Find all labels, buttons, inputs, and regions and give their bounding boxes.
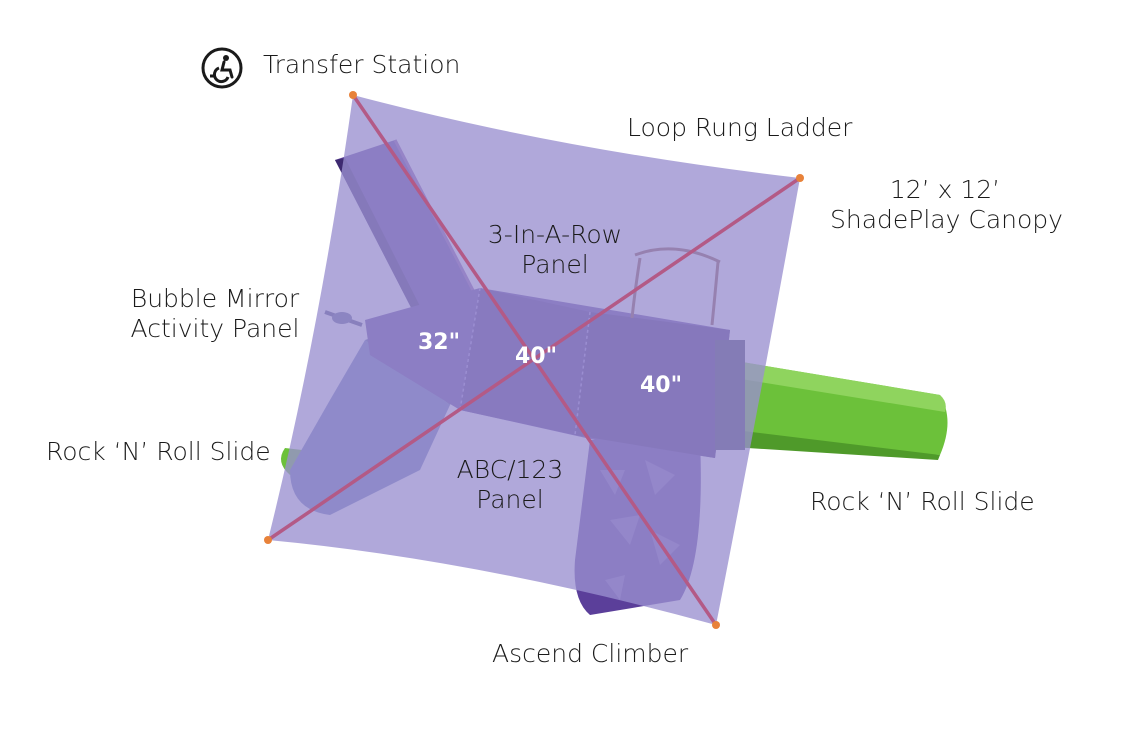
label-transfer-station: Transfer Station xyxy=(263,50,461,79)
label-3row-panel: 3-In-A-Row Panel xyxy=(470,220,640,280)
wheelchair-transfer-icon xyxy=(200,46,244,94)
right-slide xyxy=(730,360,948,460)
label-bubble-mirror: Bubble Mirror Activity Panel xyxy=(120,284,310,344)
label-abc-line2: Panel xyxy=(476,485,544,514)
label-abc-panel: ABC/123 Panel xyxy=(440,455,580,515)
label-abc-line1: ABC/123 xyxy=(456,455,564,484)
label-ascend-climber: Ascend Climber xyxy=(492,639,689,668)
label-3row-line1: 3-In-A-Row xyxy=(487,220,623,249)
label-slide-right: Rock ‘N’ Roll Slide xyxy=(810,487,1035,516)
dim-deck-right: 40" xyxy=(640,373,683,398)
label-3row-line2: Panel xyxy=(521,250,589,279)
label-loop-rung-ladder: Loop Rung Ladder xyxy=(627,113,853,142)
label-slide-left: Rock ‘N’ Roll Slide xyxy=(46,437,271,466)
canopy-corners xyxy=(264,91,804,629)
dim-deck-middle: 40" xyxy=(515,344,558,369)
label-canopy-line2: ShadePlay Canopy xyxy=(830,205,1063,234)
canopy-poles xyxy=(266,93,802,627)
label-canopy: 12’ x 12’ ShadePlay Canopy xyxy=(830,175,1063,235)
label-bubble-line2: Activity Panel xyxy=(130,314,300,343)
dim-deck-left: 32" xyxy=(418,330,461,355)
label-canopy-line1: 12’ x 12’ xyxy=(889,175,1001,204)
label-bubble-line1: Bubble Mirror xyxy=(130,284,300,313)
